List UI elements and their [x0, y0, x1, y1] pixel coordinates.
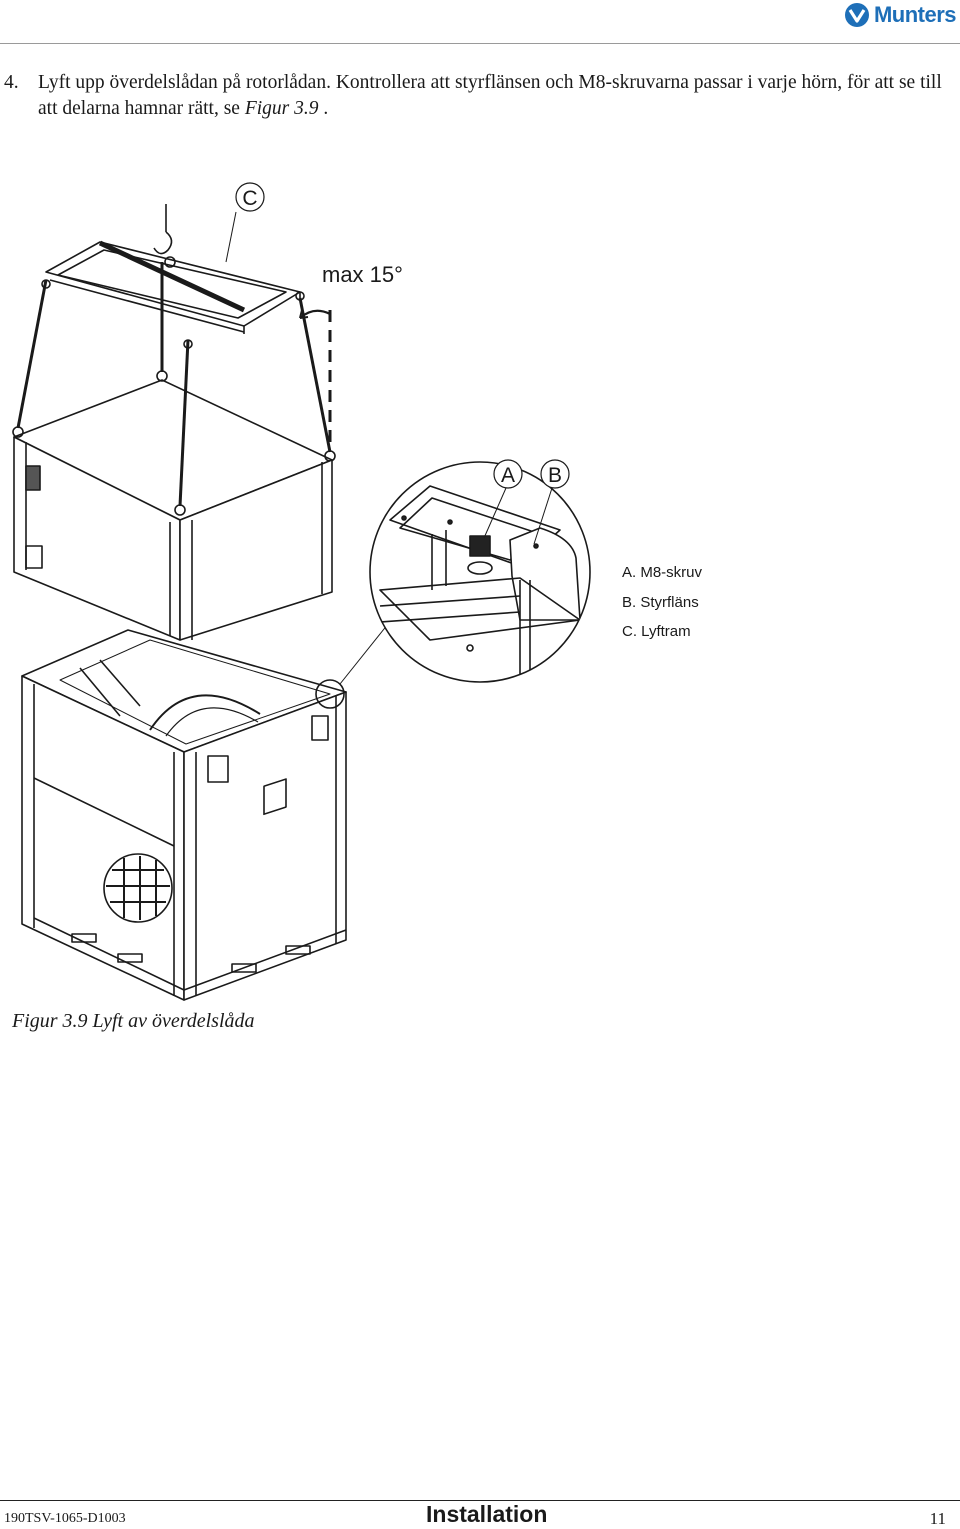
- figure-reference: Figur 3.9: [244, 98, 319, 119]
- step-number: 4.: [4, 72, 19, 93]
- svg-text:B: B: [548, 464, 562, 487]
- detail-view: [369, 461, 591, 683]
- figure-legend: A. M8-skruv B. Styrfläns C. Lyftram: [622, 558, 702, 647]
- step-body: Lyft upp överdelslådan på rotorlådan. Ko…: [38, 72, 942, 119]
- callout-c: C: [235, 182, 265, 212]
- lifting-slings: [16, 262, 332, 507]
- detail-marker: [315, 679, 345, 709]
- lifting-illustration: C max 15° A B: [12, 182, 591, 1001]
- legend-item-a: A. M8-skruv: [622, 564, 703, 581]
- angle-label: max 15°: [322, 262, 403, 287]
- callout-b: B: [540, 459, 570, 489]
- legend-item-b: B. Styrfläns: [622, 593, 699, 611]
- fan-grille: [103, 853, 173, 923]
- step-end: .: [318, 98, 329, 119]
- footer-divider: [0, 1500, 960, 1501]
- page-number: 11: [929, 1509, 946, 1528]
- section-title: Installation: [426, 1501, 548, 1527]
- lifting-frame: [45, 240, 301, 334]
- munters-logo-icon: [844, 3, 869, 27]
- callout-b-leader: [533, 487, 553, 545]
- callout-a: A: [493, 459, 523, 489]
- step-text: Lyft upp överdelslådan på rotorlådan. Ko…: [38, 70, 953, 122]
- brand-name: Munters: [873, 2, 957, 27]
- header-divider: [0, 43, 960, 44]
- callout-c-leader: [225, 211, 237, 263]
- figure-caption: Figur 3.9 Lyft av överdelslåda: [12, 1010, 255, 1032]
- upper-cabinet: [13, 379, 333, 641]
- svg-text:A: A: [501, 464, 515, 487]
- crane-hook: [153, 204, 176, 268]
- legend-item-c: C. Lyftram: [622, 623, 691, 640]
- rotor-cabinet: [21, 629, 347, 1001]
- angle-arc-arrow: [299, 309, 331, 319]
- callout-a-leader: [483, 487, 507, 539]
- brand-logo: Munters: [844, 2, 957, 28]
- fan-grille-mesh: [106, 856, 170, 920]
- svg-text:C: C: [242, 187, 257, 210]
- document-id: 190TSV-1065-D1003: [4, 1511, 126, 1526]
